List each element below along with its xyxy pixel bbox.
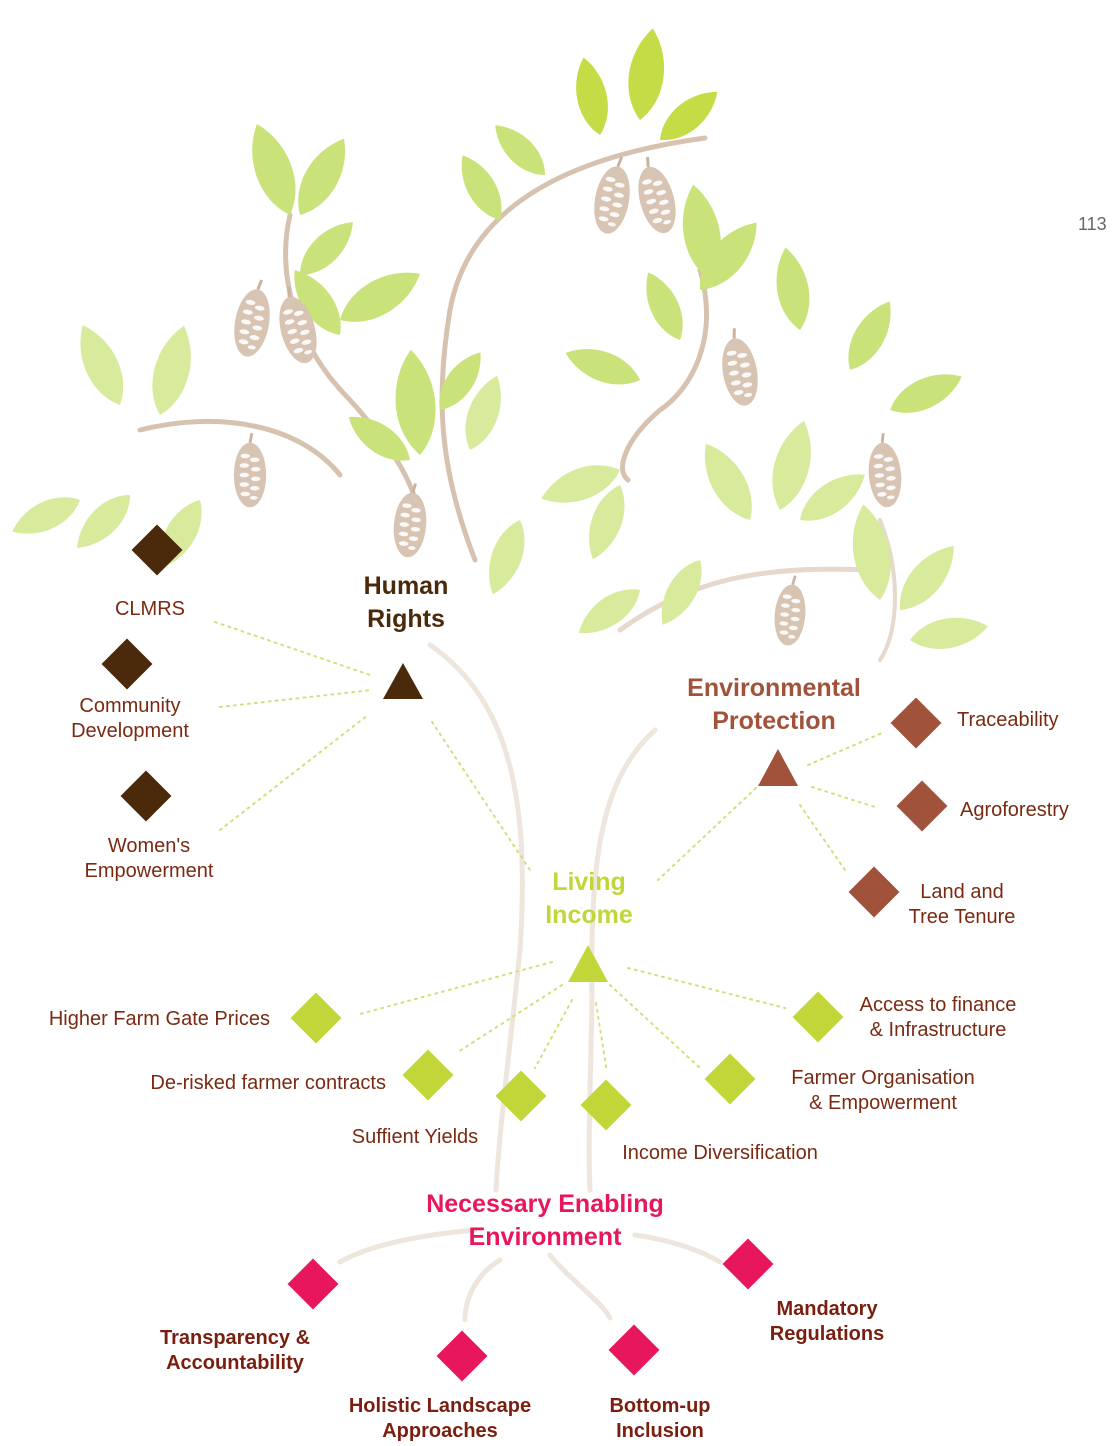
cocoa-pods (227, 151, 906, 649)
enabling-diamonds (287, 1238, 774, 1382)
environment-triangle (758, 749, 798, 786)
traceability-diamond (890, 697, 942, 749)
clmrs-diamond (131, 524, 183, 576)
higher-farm-gate-prices-diamond (290, 992, 342, 1044)
agroforestry-diamond (896, 780, 948, 832)
living-income-triangle (568, 945, 608, 982)
land-tree-tenure-diamond (848, 866, 900, 918)
suffient-yields-label: Suffient Yields (351, 1126, 479, 1148)
holistic-landscape-diamond (436, 1330, 488, 1382)
traceability-label: Traceability (957, 709, 1059, 731)
community-development-diamond (101, 638, 153, 690)
access-finance-label: Access to finance& Infrastructure (859, 994, 1017, 1041)
human-rights-diamonds (101, 524, 183, 822)
higher-farm-gate-prices-label: Higher Farm Gate Prices (48, 1008, 270, 1030)
living-income-diamonds (290, 991, 844, 1131)
environment-diamonds (848, 697, 948, 918)
transparency-diamond (287, 1258, 339, 1310)
clmrs-label: CLMRS (114, 598, 185, 620)
agroforestry-label: Agroforestry (960, 799, 1069, 821)
derisked-contracts-diamond (402, 1049, 454, 1101)
farmer-organisation-diamond (704, 1053, 756, 1105)
page-number: 113 (1078, 214, 1107, 234)
access-finance-diamond (792, 991, 844, 1043)
connector-lines (214, 621, 883, 1073)
mandatory-regulations-diamond (722, 1238, 774, 1290)
transparency-label: Transparency &Accountability (159, 1327, 311, 1374)
womens-empowerment-diamond (120, 770, 172, 822)
bottom-up-diamond (608, 1324, 660, 1376)
farmer-organisation-label: Farmer Organisation& Empowerment (791, 1067, 975, 1114)
suffient-yields-diamond (495, 1070, 547, 1122)
human-rights-triangle (383, 663, 423, 699)
derisked-contracts-label: De-risked farmer contracts (150, 1072, 386, 1094)
income-diversification-label: Income Diversification (622, 1142, 818, 1164)
income-diversification-diamond (580, 1079, 632, 1131)
